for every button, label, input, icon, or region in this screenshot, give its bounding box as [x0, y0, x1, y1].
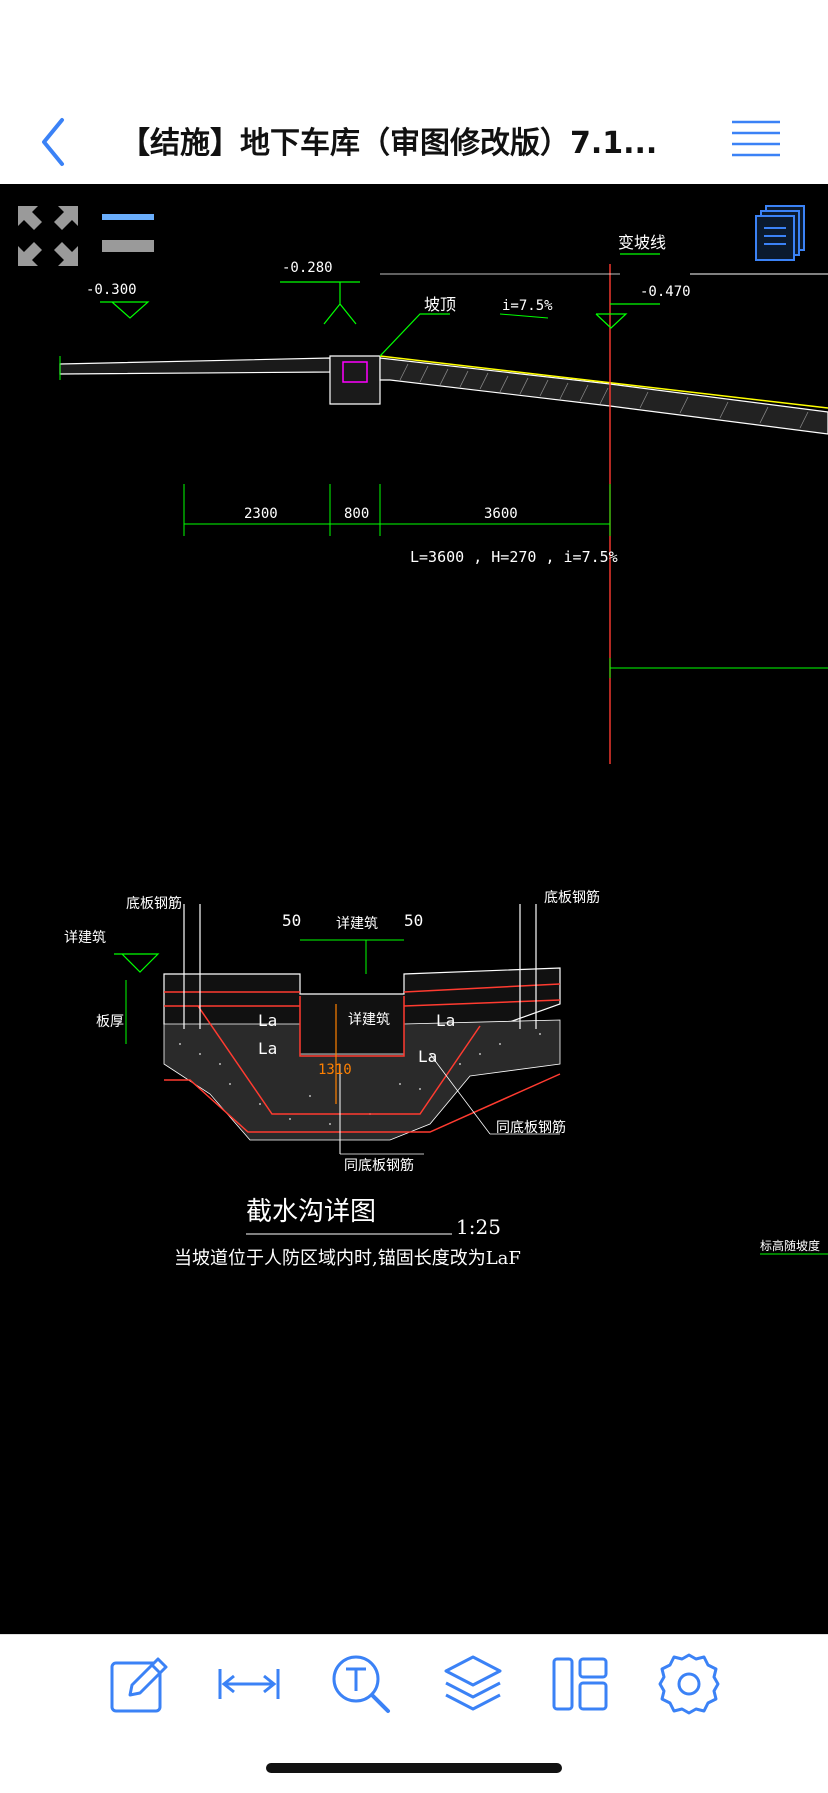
slab-rebar-right-label: 底板钢筋 [544, 889, 600, 906]
arch-center-label: 详建筑 [348, 1012, 390, 1028]
layers-icon[interactable] [438, 1649, 508, 1719]
arch-top-label: 详建筑 [336, 916, 378, 932]
home-indicator [266, 1763, 562, 1773]
bottom-toolbar [0, 1634, 828, 1793]
slope-top-label: 坡顶 [424, 295, 456, 314]
dimension-50-left: 50 [282, 911, 301, 930]
slab-thickness-label: 板厚 [96, 1014, 124, 1030]
text-search-icon[interactable] [326, 1649, 396, 1719]
dimension-800: 800 [344, 506, 369, 522]
profile-labels: -0.300 -0.280 坡顶 变坡线 -0.470 i=7.5% 2300 … [86, 233, 691, 566]
detail-note: 当坡道位于人防区域内时,锚固长度改为LaF [174, 1248, 521, 1269]
slab-rebar-left-label: 底板钢筋 [126, 895, 182, 912]
anchor-la-1: La [258, 1011, 277, 1030]
dimension-50-right: 50 [404, 911, 423, 930]
detail-labels: 底板钢筋 底板钢筋 详建筑 详建筑 板厚 50 50 详建筑 1310 La L… [64, 889, 820, 1269]
same-as-slab-rebar-bottom: 同底板钢筋 [344, 1157, 414, 1174]
anchor-la-4: La [418, 1047, 437, 1066]
ramp-profile [59, 253, 828, 764]
document-title: 【结施】地下车库（审图修改版）7.1... [120, 126, 658, 161]
detail-title: 截水沟详图 [246, 1197, 376, 1227]
two-bars-icon[interactable] [100, 210, 156, 260]
expand-arrows-icon[interactable] [16, 204, 80, 268]
same-as-slab-rebar-right: 同底板钢筋 [496, 1119, 566, 1136]
grade-change-label: 变坡线 [618, 233, 666, 252]
measure-arrows-icon[interactable] [214, 1649, 284, 1719]
cad-drawing: -0.300 -0.280 坡顶 变坡线 -0.470 i=7.5% 2300 … [59, 233, 828, 1269]
detail-scale: 1:25 [456, 1215, 501, 1239]
pencil-icon[interactable] [104, 1649, 174, 1719]
elevation-mid-label: -0.280 [282, 260, 333, 276]
menu-icon[interactable] [728, 118, 784, 158]
elevation-right-label: -0.470 [640, 284, 691, 300]
slope-label: i=7.5% [502, 298, 553, 314]
back-chevron-icon[interactable] [30, 112, 80, 172]
dimension-1310: 1310 [318, 1062, 352, 1078]
anchor-la-3: La [436, 1011, 455, 1030]
layout-icon[interactable] [546, 1649, 616, 1719]
elevation-left-label: -0.300 [86, 282, 137, 298]
dimension-2300: 2300 [244, 506, 278, 522]
right-edge-label: 标高随坡度 [760, 1238, 820, 1253]
arch-left-label: 详建筑 [64, 930, 106, 946]
trench-detail [114, 904, 828, 1255]
stacked-pages-icon[interactable] [752, 204, 808, 264]
anchor-la-2: La [258, 1039, 277, 1058]
ramp-spec-label: L=3600 , H=270 , i=7.5% [410, 548, 618, 566]
cad-drawing-canvas[interactable]: -0.300 -0.280 坡顶 变坡线 -0.470 i=7.5% 2300 … [0, 184, 828, 1634]
gear-icon[interactable] [654, 1649, 724, 1719]
app-header: 【结施】地下车库（审图修改版）7.1... [0, 0, 828, 184]
dimension-3600: 3600 [484, 506, 518, 522]
